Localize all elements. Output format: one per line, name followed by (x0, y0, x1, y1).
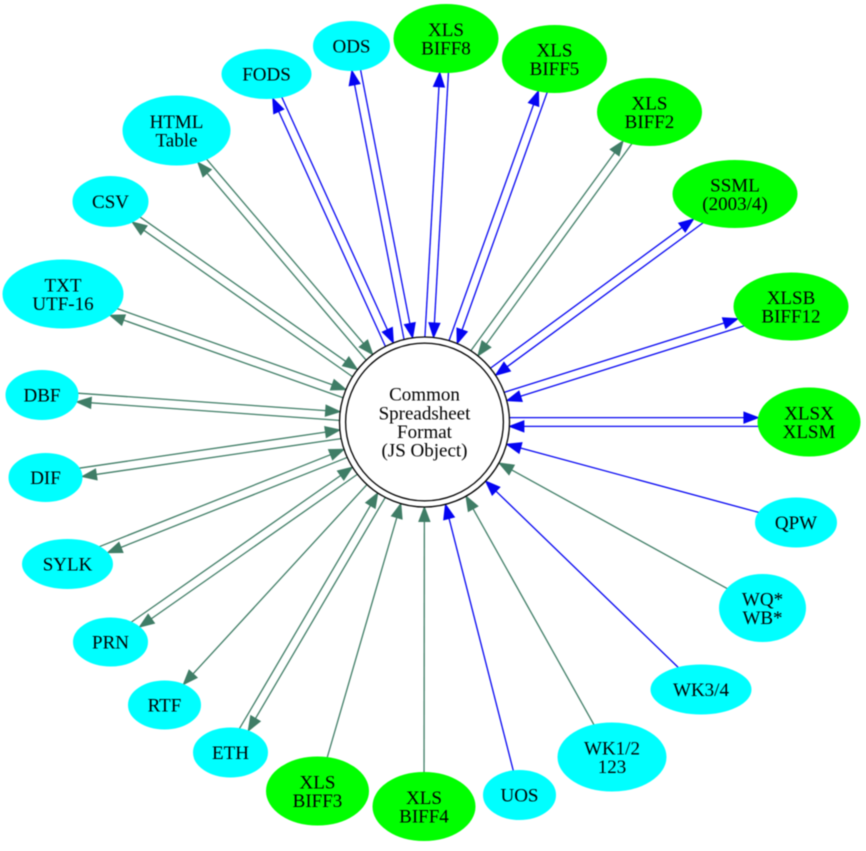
svg-text:(JS Object): (JS Object) (381, 441, 467, 462)
svg-text:XLSM: XLSM (783, 422, 836, 443)
svg-text:BIFF2: BIFF2 (625, 112, 675, 133)
svg-text:BIFF4: BIFF4 (399, 806, 449, 827)
svg-text:BIFF8: BIFF8 (421, 38, 471, 59)
svg-text:PRN: PRN (92, 633, 129, 654)
svg-text:DIF: DIF (30, 468, 61, 489)
svg-text:DBF: DBF (24, 386, 61, 407)
svg-text:ETH: ETH (212, 743, 249, 764)
svg-text:BIFF3: BIFF3 (293, 791, 343, 812)
svg-text:RTF: RTF (148, 696, 182, 717)
svg-text:Table: Table (156, 130, 198, 151)
svg-text:SYLK: SYLK (43, 555, 93, 576)
svg-text:FODS: FODS (242, 65, 291, 86)
svg-text:BIFF5: BIFF5 (530, 59, 580, 80)
svg-text:UTF-16: UTF-16 (32, 294, 93, 315)
svg-text:WK3/4: WK3/4 (673, 680, 729, 701)
svg-text:CSV: CSV (92, 192, 129, 213)
svg-text:WB*: WB* (742, 608, 782, 629)
svg-text:ODS: ODS (332, 37, 370, 58)
svg-text:(2003/4): (2003/4) (702, 194, 767, 215)
svg-text:123: 123 (598, 757, 627, 778)
svg-text:UOS: UOS (500, 786, 538, 807)
svg-text:BIFF12: BIFF12 (761, 306, 820, 327)
svg-text:QPW: QPW (775, 513, 817, 534)
